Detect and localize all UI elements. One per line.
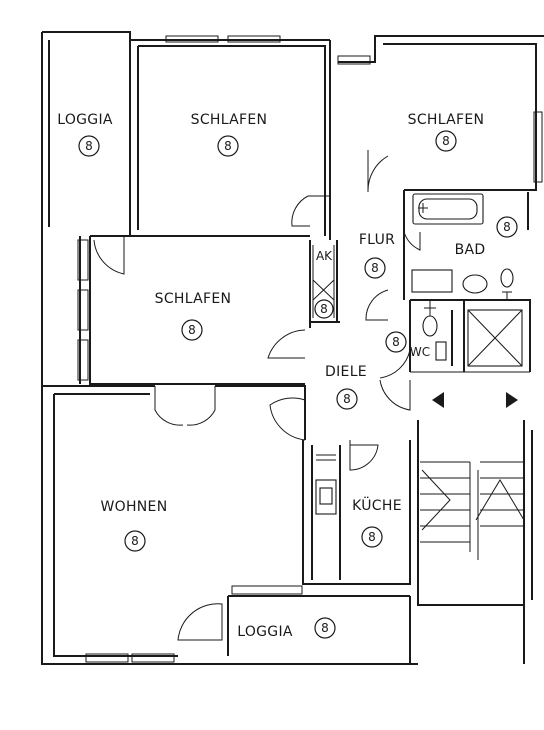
room-code: 8	[371, 261, 379, 275]
arrow-left-icon	[432, 392, 444, 408]
room-loggia-s: LOGGIA 8	[237, 617, 336, 640]
room-code: 8	[442, 134, 450, 148]
room-flur: FLUR 8	[359, 232, 395, 279]
room-code: 8	[224, 139, 232, 153]
fixtures	[312, 193, 525, 560]
room-code: 8	[368, 530, 376, 544]
room-wc: 8 WC	[385, 331, 430, 359]
shaft	[467, 309, 523, 367]
bathtub	[412, 193, 484, 225]
room-label: AK	[316, 249, 333, 263]
room-code: 8	[320, 302, 328, 316]
room-kueche: KÜCHE 8	[352, 496, 402, 548]
room-label: BAD	[455, 242, 486, 258]
staircase	[420, 461, 525, 560]
room-code: 8	[188, 323, 196, 337]
toilet-bath	[500, 268, 514, 288]
arrow-right-icon	[506, 392, 518, 408]
room-label: SCHLAFEN	[408, 112, 485, 128]
room-wohnen: WOHNEN 8	[101, 499, 168, 552]
room-label: SCHLAFEN	[155, 291, 232, 307]
room-bad: BAD 8	[455, 216, 518, 258]
room-schlafen-n: SCHLAFEN 8	[191, 112, 268, 157]
doors	[93, 150, 530, 641]
room-schlafen-w: SCHLAFEN 8	[155, 291, 232, 341]
toilet-wc	[422, 315, 438, 337]
exterior-walls	[41, 31, 544, 665]
stove	[315, 479, 337, 515]
room-label: LOGGIA	[57, 112, 113, 128]
room-code: 8	[321, 621, 329, 635]
room-code: 8	[343, 392, 351, 406]
room-label: WOHNEN	[101, 499, 168, 515]
washbasin	[411, 269, 453, 293]
room-loggia-nw: LOGGIA 8	[57, 112, 113, 157]
sink	[462, 274, 488, 294]
room-label: FLUR	[359, 232, 395, 248]
room-code: 8	[392, 335, 400, 349]
room-code: 8	[131, 534, 139, 548]
room-label: KÜCHE	[352, 496, 402, 514]
room-label: SCHLAFEN	[191, 112, 268, 128]
room-label: LOGGIA	[237, 624, 293, 640]
room-diele: DIELE 8	[325, 364, 367, 410]
room-code: 8	[85, 139, 93, 153]
room-ak: AK 8	[314, 249, 334, 319]
windows	[77, 35, 543, 663]
room-schlafen-ne: SCHLAFEN 8	[408, 112, 485, 152]
room-code: 8	[503, 220, 511, 234]
room-label: WC	[410, 345, 430, 359]
room-label: DIELE	[325, 364, 367, 380]
